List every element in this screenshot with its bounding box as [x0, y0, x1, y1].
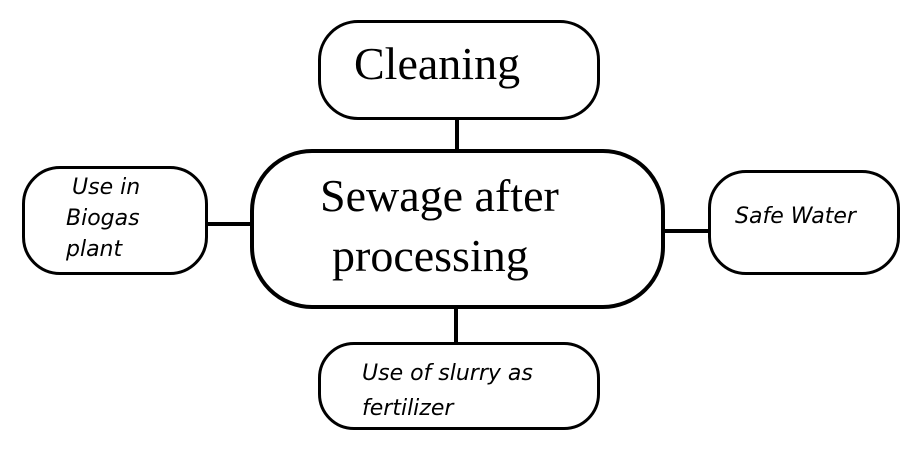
node-cleaning-label: Cleaning	[354, 38, 521, 89]
node-sewage-label: Sewage after processing	[320, 166, 559, 286]
connector-right	[662, 229, 710, 233]
node-sewage-line-2: processing	[332, 230, 529, 281]
node-safe-water-label: Safe Water	[735, 204, 856, 229]
node-sewage-line-1: Sewage after	[320, 170, 559, 221]
connector-left	[205, 222, 253, 226]
node-biogas-line-1: Use in	[72, 175, 141, 200]
node-cleaning	[318, 20, 600, 120]
node-slurry-label: Use of slurry as fertilizer	[362, 356, 533, 426]
node-biogas-line-3: plant	[66, 237, 123, 262]
node-biogas-line-2: Biogas	[66, 206, 140, 231]
node-slurry-line-1: Use of slurry as	[362, 361, 533, 386]
node-slurry-line-2: fertilizer	[362, 396, 454, 421]
connector-top	[455, 118, 459, 152]
node-safe-water	[708, 170, 900, 275]
node-slurry-fertilizer	[318, 342, 600, 430]
node-biogas-label: Use in Biogas plant	[66, 172, 140, 265]
node-sewage-after-processing	[250, 149, 665, 309]
connector-bottom	[454, 306, 458, 344]
node-biogas	[22, 166, 208, 275]
